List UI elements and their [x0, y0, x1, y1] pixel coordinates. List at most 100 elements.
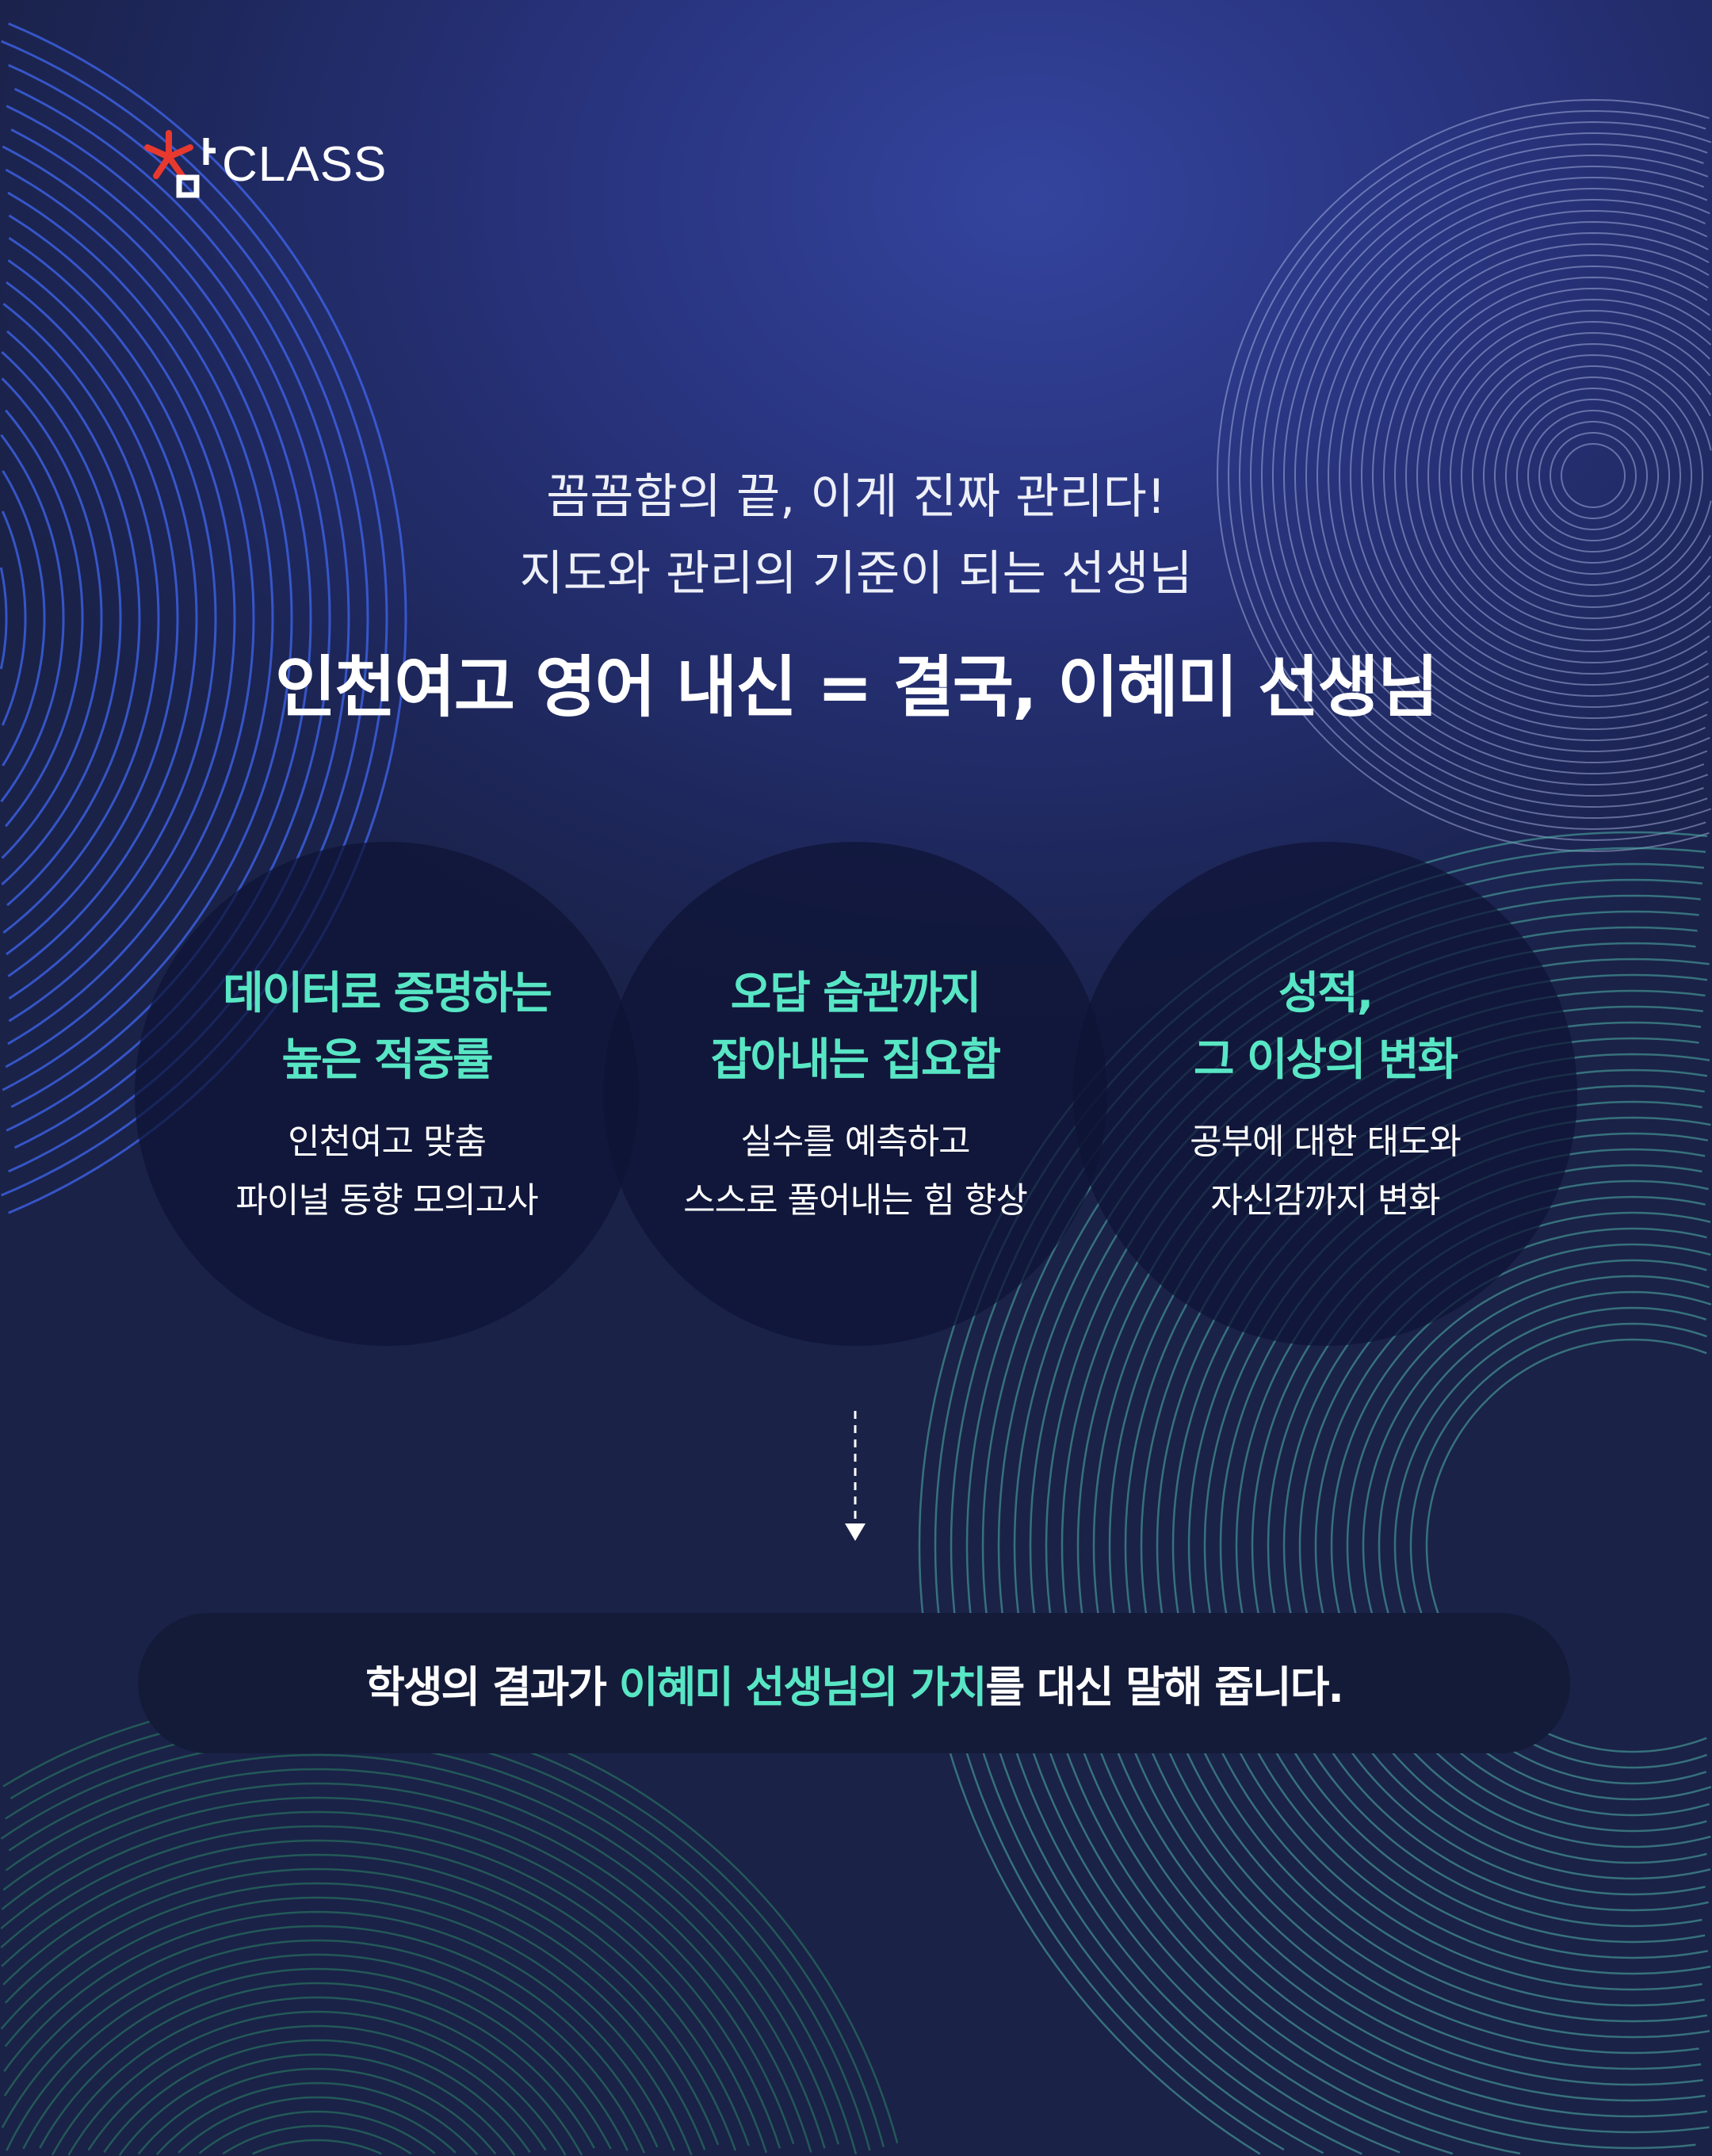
decor-ring: [1271, 154, 1709, 797]
decor-ring: [1371, 254, 1709, 698]
decor-ring: [0, 1810, 781, 2149]
decor-ring: [5, 1768, 826, 2149]
decor-ring: [5, 409, 84, 828]
decor-ring: [1227, 109, 1706, 842]
decor-ring: [6, 1953, 629, 2151]
decor-ring: [4, 1896, 693, 2156]
decor-ring: [87, 2024, 547, 2151]
decor-ring: [1393, 276, 1710, 675]
decor-ring: [1, 350, 122, 886]
decor-ring: [2, 145, 293, 1091]
decor-ring: [1, 1939, 646, 2154]
feature-heading: 데이터로 증명하는: [223, 968, 552, 1019]
decor-ring: [1346, 1259, 1707, 1833]
page-title: 인천여고 영어 내신 = 결국, 이혜미 선생님: [274, 648, 1439, 726]
conclusion-banner: 학생의 결과가 이혜미 선생님의 가치 를 대신 말해 줍니다.: [138, 1613, 1570, 1753]
feature-heading: 그 이상의 변화: [1193, 1034, 1458, 1086]
decor-ring: [0, 1739, 858, 2155]
decor-ring: [1338, 220, 1709, 731]
decor-ring: [7, 259, 198, 977]
decor-ring: [1550, 432, 1637, 519]
decor-ring: [137, 2067, 497, 2155]
decor-ring: [222, 2124, 412, 2155]
decor-ring: [3, 1925, 659, 2148]
feature-body: 자신감까지 변화: [1210, 1180, 1440, 1221]
decor-ring: [1427, 309, 1710, 642]
decor-ring: [2, 470, 46, 766]
decor-ring: [0, 1825, 767, 2154]
decor-ring: [1404, 287, 1712, 664]
decor-ring: [1382, 265, 1708, 686]
decor-ring: [0, 567, 8, 670]
subtitle-line-2: 지도와 관리의 기준이 되는 선생님: [519, 546, 1193, 602]
decor-ring: [1538, 421, 1648, 530]
decor-ring: [1362, 1275, 1710, 1817]
feature-body: 인천여고 맞춤: [288, 1122, 487, 1162]
decor-ring: [6, 330, 141, 907]
decor-ring: [3, 1910, 676, 2151]
decor-ring: [1, 510, 27, 726]
decor-ring: [1516, 399, 1670, 552]
decor-ring: [1527, 410, 1659, 541]
decor-ring: [1327, 209, 1708, 742]
decor-ring: [1294, 176, 1708, 775]
decor-ring: [39, 1982, 595, 2149]
decor-ring: [67, 2010, 567, 2156]
feature-heading: 오답 습관까지: [730, 968, 982, 1019]
decor-ring: [1260, 143, 1704, 808]
decor-ring: [5, 168, 274, 1068]
feature-heading: 성적,: [1278, 968, 1374, 1019]
decor-ring: [8, 214, 236, 1023]
logo: CLASS: [143, 127, 388, 206]
decor-ring: [1449, 331, 1712, 620]
decor-ring: [6, 281, 179, 956]
decor-ring: [1483, 365, 1703, 586]
decor-ring: [2, 1782, 812, 2153]
decor-ring: [1316, 198, 1706, 753]
decor-ring: [1282, 165, 1705, 786]
conclusion-text: 학생의 결과가: [365, 1662, 619, 1712]
feature-body: 파이널 동향 모의고사: [235, 1180, 538, 1221]
decor-ring: [2, 1853, 737, 2151]
decor-ring: [1, 1796, 795, 2145]
decor-ring: [8, 1753, 839, 2145]
decor-ring: [252, 2139, 382, 2155]
decor-ring: [7, 191, 255, 1046]
decor-ring: [1330, 1243, 1711, 1848]
decor-ring: [51, 1996, 583, 2156]
decor-ring: [1249, 132, 1708, 820]
decor-ring: [1238, 120, 1712, 831]
decor-ring: [1, 1839, 750, 2146]
decor-ring: [0, 1882, 706, 2150]
decor-ring: [5, 1725, 871, 2151]
decor-ring: [1471, 354, 1712, 598]
decor-ring: [103, 2039, 531, 2154]
conclusion-highlight: 이혜미 선생님의 가치: [618, 1662, 988, 1712]
decor-ring: [1561, 443, 1626, 508]
arrow-down-icon: [845, 1411, 866, 1541]
feature-body: 실수를 예측하고: [740, 1122, 970, 1162]
decor-ring: [1494, 377, 1692, 575]
decor-ring: [1378, 1290, 1712, 1801]
feature-heading: 잡아내는 집요함: [710, 1034, 1001, 1086]
decor-ring: [4, 1867, 720, 2146]
decor-ring: [1349, 231, 1710, 720]
logo-text: CLASS: [222, 137, 388, 192]
decor-ring: [1, 377, 103, 859]
logo-star-icon: [144, 130, 216, 198]
decor-ring: [1305, 187, 1710, 764]
decor-ring: [1438, 320, 1711, 631]
decor-ring: [1216, 98, 1710, 853]
decor-ring: [1393, 1306, 1707, 1785]
decor-ring: [2, 303, 160, 934]
decor-ring: [1360, 243, 1710, 709]
decor-ring: [1416, 298, 1712, 653]
decor-ring: [155, 2081, 479, 2155]
decor-ring: [1409, 1322, 1707, 1769]
decor-ring: [1425, 1338, 1707, 1753]
decor-ring: [198, 2110, 436, 2154]
decor-ring: [0, 434, 65, 803]
decor-ring: [22, 1967, 612, 2150]
